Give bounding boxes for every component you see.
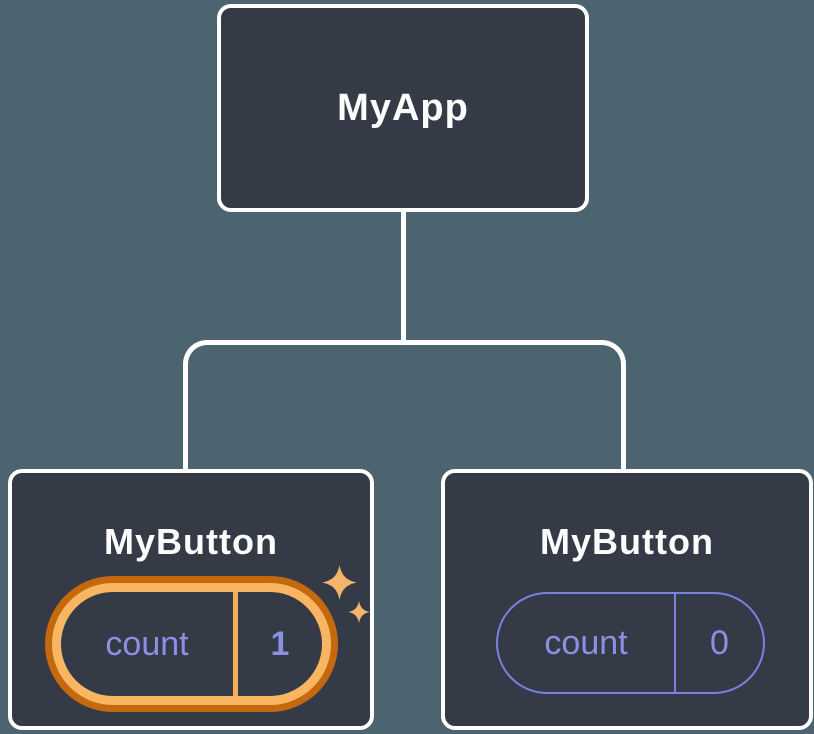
tree-node-mybutton-right: MyButton count 0 (441, 469, 813, 730)
state-value: 0 (710, 623, 729, 662)
state-pill: count 1 (52, 583, 331, 705)
state-pill: count 0 (496, 592, 765, 694)
node-label: MyApp (337, 86, 469, 129)
tree-node-myapp: MyApp (217, 4, 589, 212)
node-label: MyButton (104, 521, 278, 562)
state-pill-highlight-ring: count 1 (45, 576, 338, 712)
state-key: count (105, 624, 189, 663)
pill-divider (233, 592, 238, 696)
pill-divider (674, 594, 676, 692)
connector-branch-bracket (183, 340, 626, 470)
state-key: count (544, 623, 628, 662)
sparkle-icon (322, 565, 357, 600)
state-value: 1 (270, 624, 290, 663)
sparkle-icon (348, 601, 370, 623)
tree-node-mybutton-left: MyButton count 1 (8, 469, 374, 730)
node-label: MyButton (540, 521, 714, 562)
connector-root-stem (401, 210, 406, 344)
